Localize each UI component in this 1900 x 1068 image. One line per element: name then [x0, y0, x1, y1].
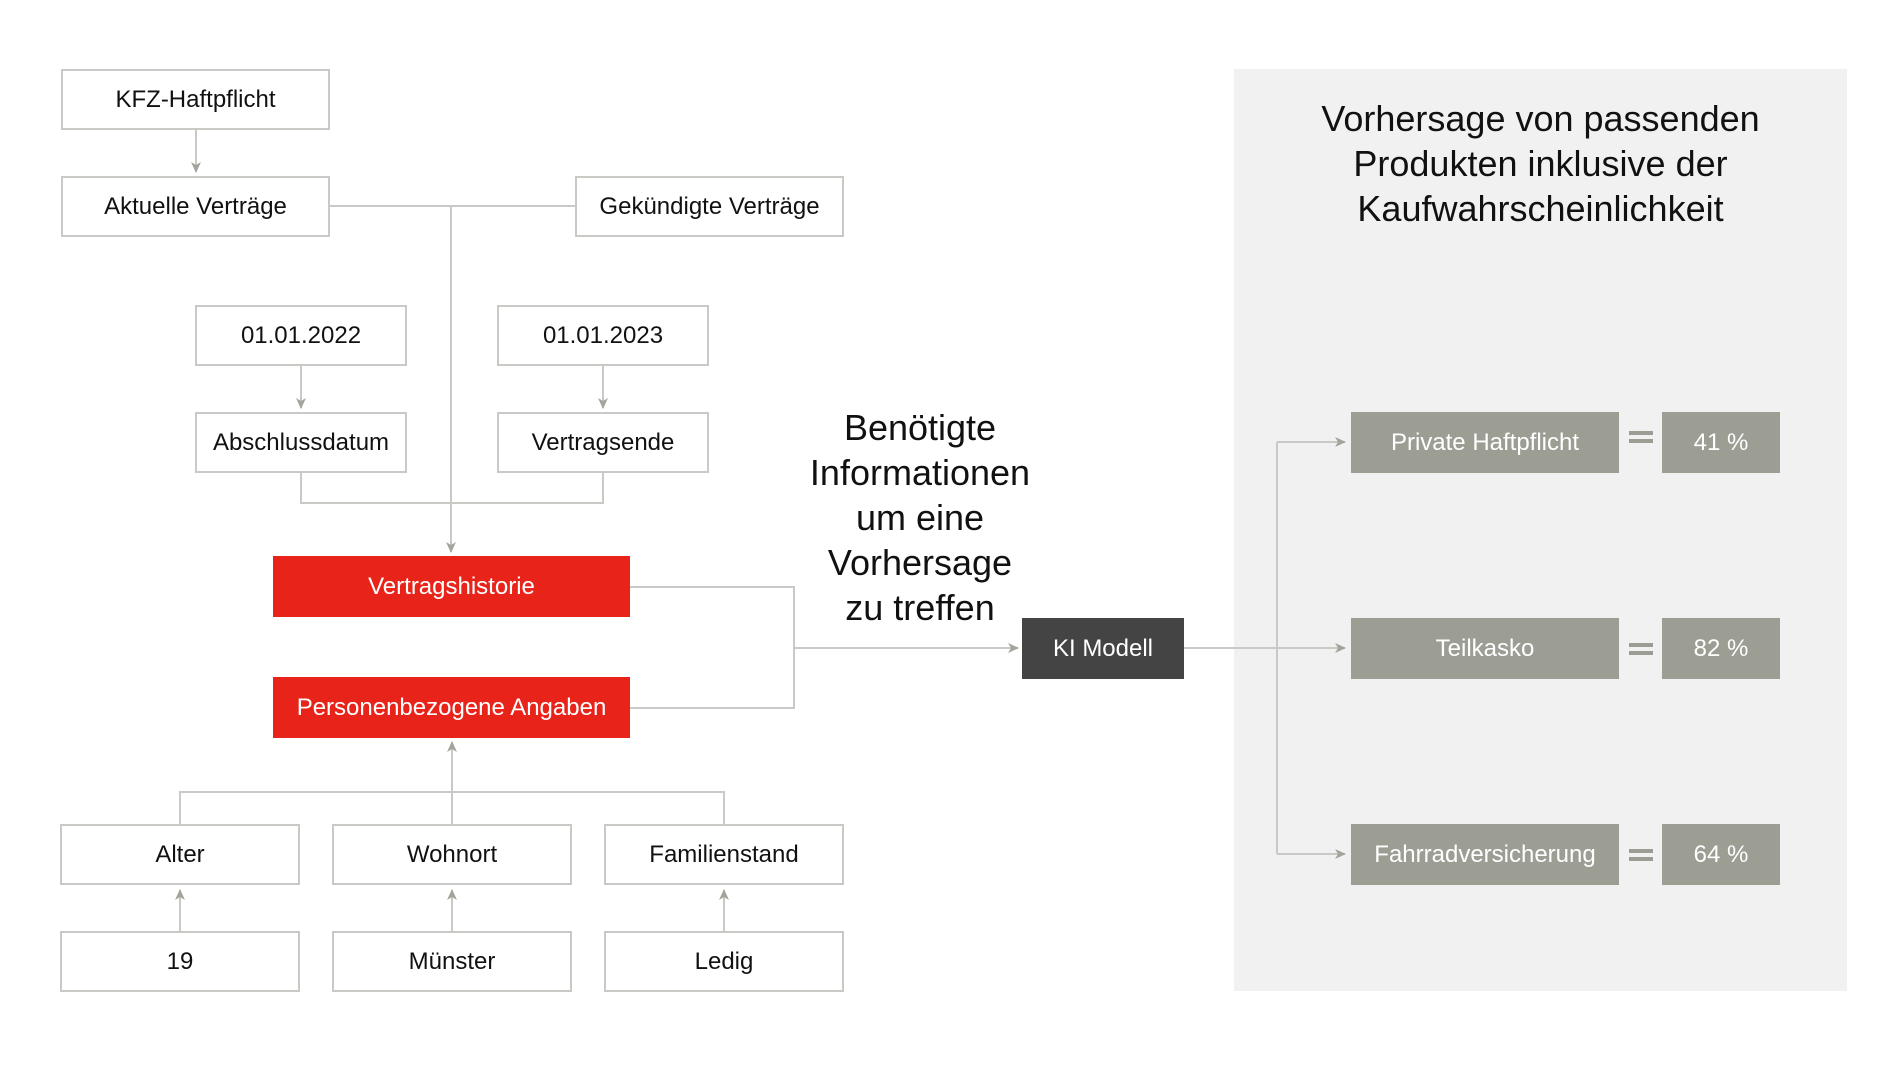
panel-title-line: Vorhersage von passenden	[1321, 98, 1760, 139]
node-label: Familienstand	[649, 840, 799, 868]
node-residence-label: Wohnort	[332, 824, 572, 885]
node-start-date-label: Abschlussdatum	[195, 412, 407, 473]
node-label: 82 %	[1693, 634, 1749, 662]
node-label: 19	[166, 947, 194, 975]
prediction-probability: 41 %	[1662, 412, 1780, 473]
node-age-value: 19	[60, 931, 300, 992]
caption-line: Vorhersage	[827, 542, 1013, 583]
node-label: Abschlussdatum	[212, 428, 390, 456]
node-label: Alter	[155, 840, 205, 868]
prediction-product: Teilkasko	[1351, 618, 1619, 679]
node-personal-data: Personenbezogene Angaben	[273, 677, 630, 738]
node-label: Münster	[408, 947, 496, 975]
node-label: Personenbezogene Angaben	[296, 693, 607, 721]
node-label: Wohnort	[406, 840, 498, 868]
node-marital-status-label: Familienstand	[604, 824, 844, 885]
node-residence-value: Münster	[332, 931, 572, 992]
panel-title-line: Produkten inklusive der	[1353, 143, 1728, 184]
required-information-caption: Benötigte Informationen um eine Vorhersa…	[790, 405, 1050, 630]
node-label: 64 %	[1693, 840, 1749, 868]
equals-icon	[1629, 849, 1653, 861]
node-label: Gekündigte Verträge	[599, 192, 820, 220]
node-cancelled-contracts: Gekündigte Verträge	[575, 176, 844, 237]
prediction-product: Private Haftpflicht	[1351, 412, 1619, 473]
node-label: 01.01.2023	[542, 321, 664, 349]
node-end-date-value: 01.01.2023	[497, 305, 709, 366]
prediction-panel-title: Vorhersage von passenden Produkten inklu…	[1234, 96, 1847, 231]
caption-line: zu treffen	[845, 587, 995, 628]
node-start-date-value: 01.01.2022	[195, 305, 407, 366]
node-label: Ledig	[694, 947, 754, 975]
prediction-probability: 82 %	[1662, 618, 1780, 679]
node-label: 41 %	[1693, 428, 1749, 456]
node-label: Private Haftpflicht	[1390, 428, 1580, 456]
panel-title-line: Kaufwahrscheinlichkeit	[1357, 188, 1724, 229]
node-current-contracts: Aktuelle Verträge	[61, 176, 330, 237]
prediction-product: Fahrradversicherung	[1351, 824, 1619, 885]
equals-icon	[1629, 431, 1653, 443]
node-ai-model: KI Modell	[1022, 618, 1184, 679]
node-label: KI Modell	[1052, 634, 1154, 662]
node-label: 01.01.2022	[240, 321, 362, 349]
node-end-date-label: Vertragsende	[497, 412, 709, 473]
node-label: Fahrradversicherung	[1374, 840, 1596, 868]
caption-line: Benötigte	[843, 407, 997, 448]
node-label: Teilkasko	[1435, 634, 1535, 662]
node-age-label: Alter	[60, 824, 300, 885]
node-label: Vertragsende	[531, 428, 675, 456]
node-label: KFZ-Haftpflicht	[115, 85, 276, 113]
node-marital-status-value: Ledig	[604, 931, 844, 992]
caption-line: um eine	[855, 497, 985, 538]
node-label: Aktuelle Verträge	[104, 192, 287, 220]
node-kfz-haftpflicht: KFZ-Haftpflicht	[61, 69, 330, 130]
node-label: Vertragshistorie	[368, 572, 535, 600]
caption-line: Informationen	[809, 452, 1031, 493]
prediction-probability: 64 %	[1662, 824, 1780, 885]
equals-icon	[1629, 643, 1653, 655]
node-contract-history: Vertragshistorie	[273, 556, 630, 617]
